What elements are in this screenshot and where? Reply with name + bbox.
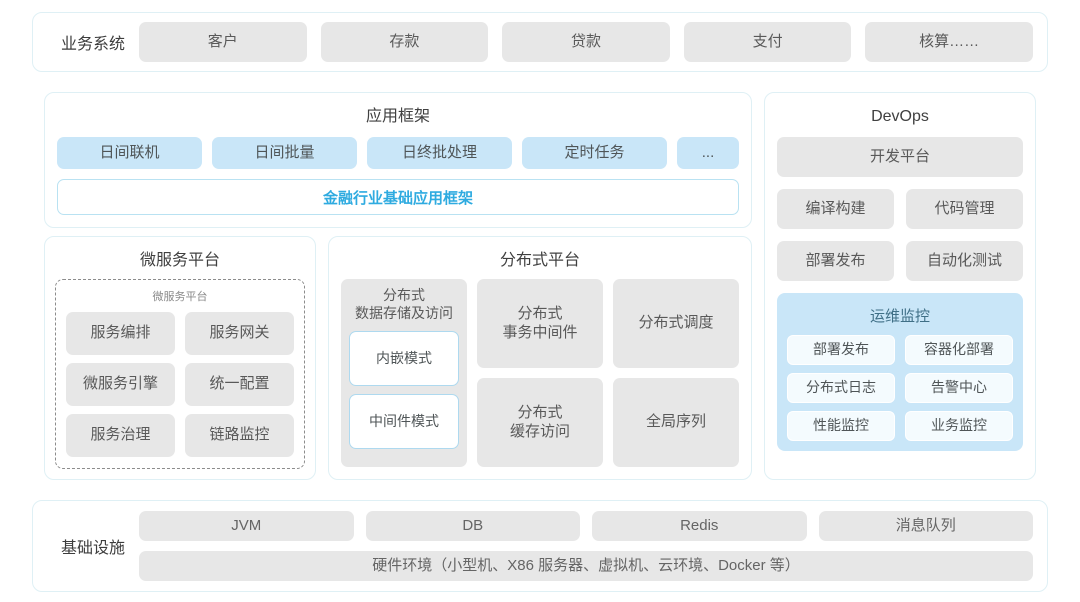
infrastructure-content: JVM DB Redis 消息队列 硬件环境（小型机、X86 服务器、虚拟机、云…	[139, 511, 1033, 581]
ms-tile-unified-config[interactable]: 统一配置	[185, 363, 294, 406]
business-item-accounting[interactable]: 核算……	[865, 22, 1033, 62]
infra-tile-message-queue[interactable]: 消息队列	[818, 511, 1033, 541]
app-tile-more[interactable]: ...	[677, 137, 739, 169]
business-item-deposit[interactable]: 存款	[320, 22, 489, 62]
application-framework-tiles: 日间联机 日间批量 日终批处理 定时任务 ...	[57, 137, 739, 169]
dist-transaction-line2: 事务中间件	[502, 323, 578, 341]
dist-tile-transaction-middleware[interactable]: 分布式 事务中间件	[477, 279, 603, 368]
ms-tile-microservice-engine[interactable]: 微服务引擎	[66, 363, 175, 406]
business-item-payment[interactable]: 支付	[683, 22, 852, 62]
app-tile-eod-batch[interactable]: 日终批处理	[367, 137, 512, 169]
dist-tile-cache-access[interactable]: 分布式 缓存访问	[477, 378, 603, 467]
ops-monitoring-title: 运维监控	[869, 308, 930, 325]
devops-tile-dev-platform[interactable]: 开发平台	[777, 137, 1023, 177]
ms-tile-service-governance[interactable]: 服务治理	[66, 414, 175, 457]
infrastructure-section: 基础设施 JVM DB Redis 消息队列 硬件环境（小型机、X86 服务器、…	[32, 500, 1048, 592]
microservice-platform-grid: 服务编排 服务网关 微服务引擎 统一配置 服务治理 链路监控	[66, 312, 294, 457]
distributed-data-storage-label: 分布式 数据存储及访问	[349, 287, 459, 322]
business-system-items: 客户 存款 贷款 支付 核算……	[139, 22, 1033, 62]
business-system-section: 业务系统 客户 存款 贷款 支付 核算……	[32, 12, 1048, 72]
dist-tile-embedded-mode[interactable]: 内嵌模式	[349, 331, 459, 386]
devops-tile-deploy-release[interactable]: 部署发布	[777, 241, 894, 281]
dist-tile-middleware-mode[interactable]: 中间件模式	[349, 394, 459, 449]
dist-transaction-line1: 分布式	[517, 304, 563, 322]
infra-tile-db[interactable]: DB	[365, 511, 580, 541]
distributed-data-storage-line2: 数据存储及访问	[355, 304, 453, 321]
devops-title: DevOps	[871, 108, 929, 125]
dist-cache-line2: 缓存访问	[509, 422, 570, 440]
ms-tile-trace-monitoring[interactable]: 链路监控	[185, 414, 294, 457]
microservice-platform-title: 微服务平台	[139, 252, 220, 269]
application-framework-title: 应用框架	[365, 108, 430, 125]
business-system-label: 业务系统	[61, 36, 126, 53]
distributed-platform-title: 分布式平台	[499, 252, 580, 269]
ops-monitoring-section: 运维监控 部署发布 容器化部署 分布式日志 告警中心 性能监控 业务监控	[777, 293, 1023, 451]
dist-cache-line1: 分布式	[517, 403, 563, 421]
distributed-data-storage-line1: 分布式	[383, 287, 425, 303]
infra-tile-redis[interactable]: Redis	[592, 511, 807, 541]
ops-tile-distributed-logging[interactable]: 分布式日志	[787, 373, 895, 403]
middle-band: 应用框架 日间联机 日间批量 日终批处理 定时任务 ... 金融行业基础应用框架…	[32, 86, 1048, 490]
infrastructure-items: JVM DB Redis 消息队列	[139, 511, 1033, 541]
infrastructure-label: 基础设施	[61, 540, 126, 557]
infra-tile-hardware-environment[interactable]: 硬件环境（小型机、X86 服务器、虚拟机、云环境、Docker 等）	[139, 551, 1033, 581]
ops-tile-performance-monitoring[interactable]: 性能监控	[787, 411, 895, 441]
devops-section: DevOps 开发平台 编译构建 代码管理 部署发布 自动化测试 运维监控 部署…	[764, 92, 1036, 480]
microservice-platform-section: 微服务平台 微服务平台 服务编排 服务网关 微服务引擎 统一配置 服务治理 链路…	[44, 236, 316, 480]
business-item-customer[interactable]: 客户	[139, 22, 307, 62]
dist-tile-scheduling[interactable]: 分布式调度	[613, 279, 739, 368]
infra-tile-jvm[interactable]: JVM	[139, 511, 354, 541]
ops-tile-container-deploy[interactable]: 容器化部署	[905, 335, 1013, 365]
finance-base-framework-bar[interactable]: 金融行业基础应用框架	[57, 179, 739, 215]
devops-tile-compile-build[interactable]: 编译构建	[777, 189, 894, 229]
infrastructure-hardware-row: 硬件环境（小型机、X86 服务器、虚拟机、云环境、Docker 等）	[139, 551, 1033, 581]
distributed-platform-section: 分布式平台 分布式 数据存储及访问 内嵌模式 中间件模式 分布式 事务中间件	[328, 236, 752, 480]
devops-tile-code-management[interactable]: 代码管理	[906, 189, 1023, 229]
ops-monitoring-grid: 部署发布 容器化部署 分布式日志 告警中心 性能监控 业务监控	[787, 335, 1013, 441]
app-tile-scheduled-task[interactable]: 定时任务	[522, 137, 667, 169]
ops-tile-alert-center[interactable]: 告警中心	[905, 373, 1013, 403]
application-framework-section: 应用框架 日间联机 日间批量 日终批处理 定时任务 ... 金融行业基础应用框架	[44, 92, 752, 228]
dist-tile-global-sequence[interactable]: 全局序列	[613, 378, 739, 467]
distributed-platform-grid: 分布式 事务中间件 分布式调度 分布式 缓存访问 全局序列	[477, 279, 739, 467]
distributed-platform-body: 分布式 数据存储及访问 内嵌模式 中间件模式 分布式 事务中间件 分布式调度	[341, 279, 739, 467]
ms-tile-service-gateway[interactable]: 服务网关	[185, 312, 294, 355]
distributed-data-storage-group[interactable]: 分布式 数据存储及访问 内嵌模式 中间件模式	[341, 279, 467, 467]
microservice-platform-inner-label: 微服务平台	[152, 291, 208, 303]
microservice-platform-inner-box: 微服务平台 服务编排 服务网关 微服务引擎 统一配置 服务治理 链路监控	[55, 279, 305, 469]
devops-grid: 编译构建 代码管理 部署发布 自动化测试	[777, 189, 1023, 281]
ops-tile-business-monitoring[interactable]: 业务监控	[905, 411, 1013, 441]
ops-tile-deploy-release[interactable]: 部署发布	[787, 335, 895, 365]
devops-tile-automated-testing[interactable]: 自动化测试	[906, 241, 1023, 281]
ms-tile-service-orchestration[interactable]: 服务编排	[66, 312, 175, 355]
app-tile-daytime-online[interactable]: 日间联机	[57, 137, 202, 169]
business-item-loan[interactable]: 贷款	[502, 22, 670, 62]
app-tile-daytime-batch[interactable]: 日间批量	[212, 137, 357, 169]
